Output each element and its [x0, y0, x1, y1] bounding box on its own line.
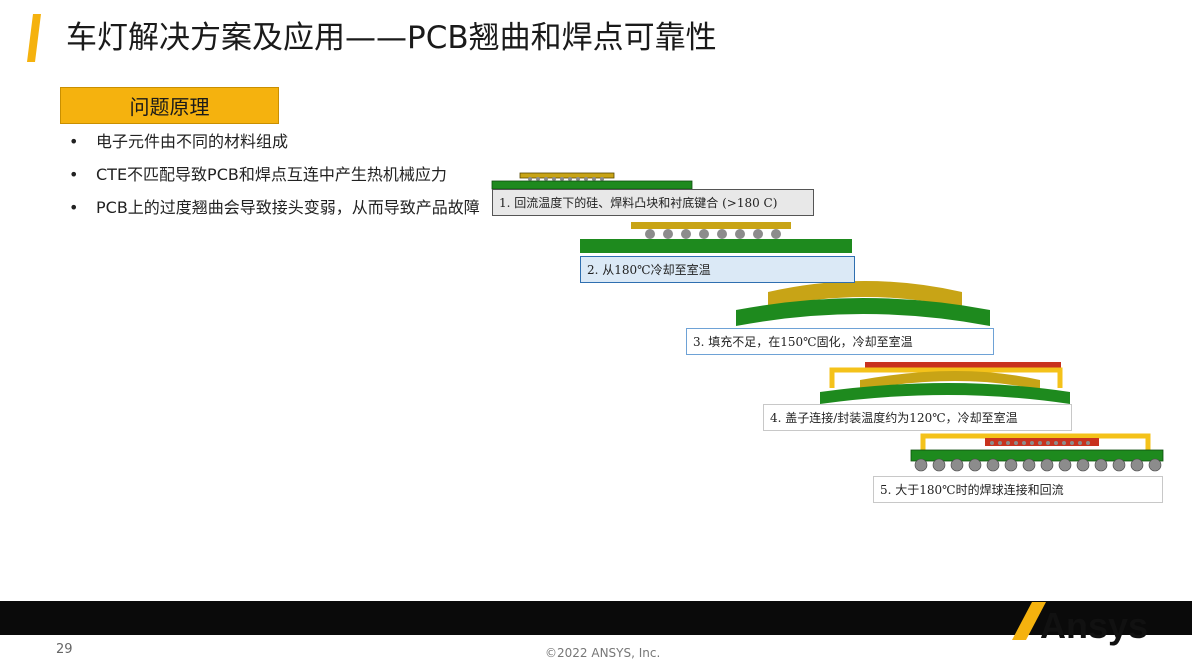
step-3-label: 3. 填充不足，在150℃固化，冷却至室温: [686, 328, 994, 355]
bullet-marker: •: [69, 198, 79, 217]
step-5-label: 5. 大于180℃时的焊球连接和回流: [873, 476, 1163, 503]
page-title: 车灯解决方案及应用——PCB翘曲和焊点可靠性: [66, 20, 717, 56]
bullet-text: CTE不匹配导致PCB和焊点互连中产生热机械应力: [96, 165, 447, 184]
step2-assembly: [580, 222, 852, 253]
ansys-logo: Ansys: [1012, 602, 1148, 646]
title-accent-bar: [27, 14, 41, 62]
step4-assembly: [820, 362, 1070, 404]
bullet-item: • CTE不匹配导致PCB和焊点互连中产生热机械应力: [66, 163, 486, 187]
bullet-marker: •: [69, 165, 79, 184]
step5-assembly: [910, 433, 1164, 472]
logo-slash-icon: [1012, 602, 1046, 640]
page-number: 29: [56, 642, 73, 657]
bullet-marker: •: [69, 132, 79, 151]
bullet-text: 电子元件由不同的材料组成: [96, 132, 289, 151]
logo-text: Ansys: [1040, 605, 1148, 646]
step-2-label: 2. 从180℃冷却至室温: [580, 256, 855, 283]
step-1-label: 1. 回流温度下的硅、焊料凸块和衬底键合 (>180 C): [492, 189, 814, 216]
step3-assembly: [736, 281, 990, 326]
bullet-list: • 电子元件由不同的材料组成 • CTE不匹配导致PCB和焊点互连中产生热机械应…: [66, 130, 486, 229]
copyright-text: ©2022 ANSYS, Inc.: [545, 646, 661, 660]
section-label: 问题原理: [60, 87, 279, 124]
step-4-label: 4. 盖子连接/封装温度约为120℃，冷却至室温: [763, 404, 1072, 431]
bullet-item: • PCB上的过度翘曲会导致接头变弱，从而导致产品故障: [66, 196, 486, 220]
footer-bar: [0, 601, 1192, 635]
bullet-text: PCB上的过度翘曲会导致接头变弱，从而导致产品故障: [96, 198, 480, 217]
step1-assembly: [491, 172, 693, 190]
process-diagram: [491, 172, 1164, 472]
bullet-item: • 电子元件由不同的材料组成: [66, 130, 486, 154]
